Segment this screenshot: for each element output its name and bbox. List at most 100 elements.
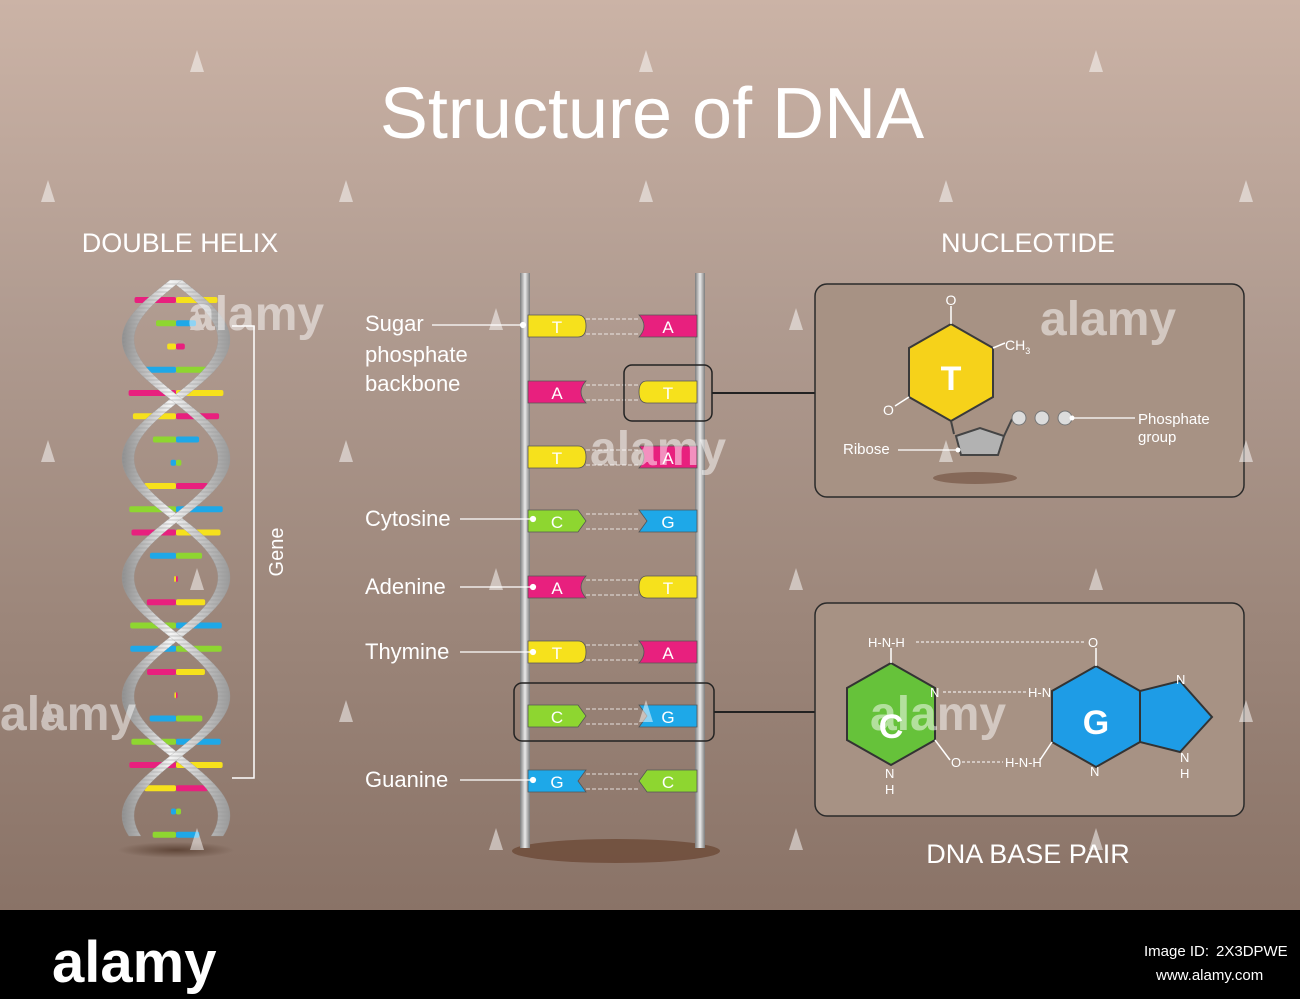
base-T-left (527, 445, 587, 469)
atom-n-guanine-top-right: N (1176, 672, 1185, 687)
image-id: 2X3DPWE (1216, 943, 1288, 960)
bond-left-oxygen (894, 396, 910, 407)
helix-base-A (176, 343, 185, 350)
atom-n-guanine-bottom: N (1090, 764, 1099, 779)
atom-hnh-bottom: H-N-H (1005, 755, 1042, 770)
helix-base-A (176, 692, 178, 699)
watermark-mark (1239, 440, 1253, 462)
guanine-pointer-dot (529, 776, 537, 784)
helix-base-G (141, 366, 176, 373)
watermark-mark (1239, 180, 1253, 202)
thymine-ring-label: T (941, 360, 962, 398)
helix-base-G (170, 808, 176, 815)
base-T-right (638, 380, 698, 404)
helix-base-C (152, 436, 176, 443)
base-letter-left: C (551, 708, 563, 727)
base-letter-right: A (662, 318, 674, 337)
watermark-mark (1239, 700, 1253, 722)
atom-n-guanine-right: N (1180, 750, 1189, 765)
helix-base-G (176, 320, 196, 327)
helix-base-G (176, 831, 200, 838)
phosphate-label-line1: Phosphate (1138, 411, 1210, 428)
base-C-left (527, 509, 587, 533)
base-C-right (638, 769, 698, 793)
helix-base-C (176, 459, 182, 466)
phosphate-label-line2: group (1138, 429, 1176, 446)
atom-n-cytosine: N (930, 685, 939, 700)
watermark-mark (489, 828, 503, 850)
helix-base-C (176, 808, 182, 815)
base-C-left (527, 704, 587, 728)
base-letter-left: A (551, 579, 563, 598)
nucleotide-panel-frame (814, 283, 1245, 498)
base-T-right (638, 575, 698, 599)
left-backbone-rail (520, 273, 530, 848)
bond-g-nh2 (1039, 741, 1053, 761)
base-A-left (527, 575, 587, 599)
footer-canvas: alamy Image ID: 2X3DPWE www.alamy.com (52, 930, 1288, 995)
diagram-canvas: Structure of DNA DOUBLE HELIX NUCLEOTIDE… (41, 50, 1253, 863)
helix-shadow (118, 842, 234, 858)
base-letter-right: A (662, 449, 674, 468)
page-title: Structure of DNA (380, 74, 924, 154)
watermark-mark (339, 180, 353, 202)
ribose-ring (954, 426, 1006, 456)
base-letter-left: G (550, 773, 563, 792)
gene-bracket (232, 325, 255, 779)
helix-base-G (176, 436, 200, 443)
nucleotide-panel: T O CH3 O Phosphate group Ribose (814, 283, 1245, 498)
nucleotide-shadow (933, 472, 1017, 484)
watermark-mark (789, 308, 803, 330)
phosphate-bead-1 (1011, 410, 1027, 426)
sugar-label-line2: phosphate (365, 342, 468, 367)
watermark-mark (190, 828, 204, 850)
helix-strand-2 (121, 279, 231, 837)
helix-base-T (174, 576, 176, 582)
adenine-pointer-dot (529, 583, 537, 591)
adenine-label: Adenine (365, 574, 446, 599)
base-letter-right: C (662, 773, 674, 792)
watermark-text-ladder: alamy (590, 423, 726, 476)
watermark-mark (1089, 828, 1103, 850)
atom-o-top: O (1088, 635, 1098, 650)
helix-base-C (156, 320, 176, 327)
watermark-mark (339, 700, 353, 722)
helix-backbone (121, 279, 231, 837)
base-G-left (527, 769, 587, 793)
watermark-text-helix: alamy (188, 288, 324, 341)
ribose-pointer-dot (955, 447, 961, 453)
watermark-mark (190, 568, 204, 590)
watermark-mark (190, 50, 204, 72)
base-letter-left: T (552, 318, 562, 337)
base-letter-right: T (663, 384, 673, 403)
glycosidic-bond (950, 420, 955, 435)
guanine-five-ring (1139, 679, 1214, 754)
helix-strand-1 (121, 279, 231, 837)
base-G-right (638, 509, 698, 533)
oxygen-left: O (883, 402, 894, 418)
base-letter-left: T (552, 449, 562, 468)
watermark-mark (41, 700, 55, 722)
bond-methyl (992, 342, 1006, 349)
phosphate-bead-2 (1034, 410, 1050, 426)
watermark-mark (41, 180, 55, 202)
watermark-mark (1089, 568, 1103, 590)
watermark-mark (489, 568, 503, 590)
watermark-marks (41, 50, 1253, 850)
base-letter-right: G (661, 513, 674, 532)
watermark-mark (639, 180, 653, 202)
helix-base-C (176, 552, 203, 559)
base-letter-right: G (661, 708, 674, 727)
watermark-mark (639, 50, 653, 72)
cytosine-pointer-dot (529, 515, 537, 523)
helix-base-A (147, 669, 176, 675)
watermark-mark (41, 440, 55, 462)
helix-base-T (144, 785, 176, 792)
double-helix: Gene (118, 279, 288, 858)
